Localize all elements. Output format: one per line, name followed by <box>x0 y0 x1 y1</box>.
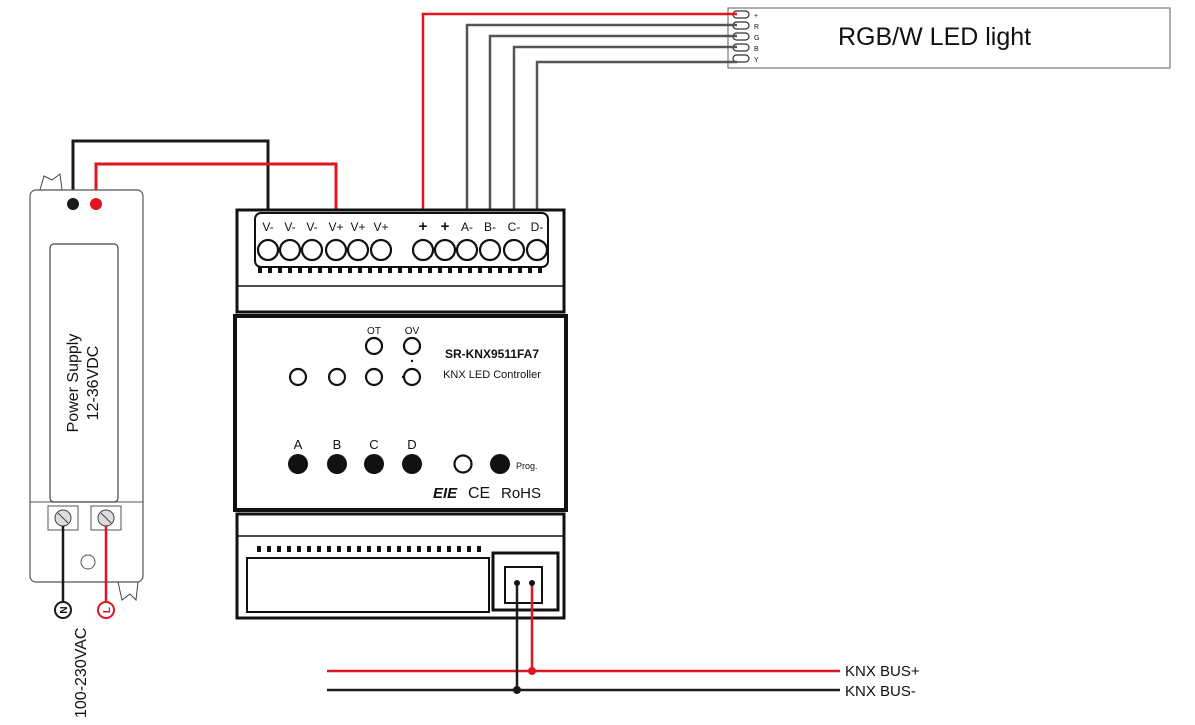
svg-text:L: L <box>102 607 113 613</box>
led-pin-g: G <box>754 35 759 42</box>
terminal-label-v-plus-1: V+ <box>328 220 343 234</box>
channel-buttons <box>288 454 422 474</box>
channel-label-a: A <box>294 437 303 452</box>
terminal-label-v-plus-3: V+ <box>373 220 388 234</box>
terminal-label-plus-2: + <box>441 218 450 235</box>
status-leds <box>288 336 422 387</box>
wire-led-plus <box>421 12 737 213</box>
power-supply-label: Power Supply <box>65 334 82 433</box>
wire-dc-negative <box>71 139 270 213</box>
terminal-label-v-minus-1: V- <box>262 220 273 234</box>
button-channel-d <box>402 454 422 474</box>
prog-button <box>490 454 510 474</box>
button-channel-a <box>288 454 308 474</box>
cert-rohs: RoHS <box>501 485 541 502</box>
power-supply-label-panel <box>49 243 119 503</box>
terminal-label-v-plus-2: V+ <box>350 220 365 234</box>
led-channel-d <box>402 367 422 387</box>
led-channel-c <box>364 367 384 387</box>
led-label-ov: OV <box>405 326 420 337</box>
controller-model: SR-KNX9511FA7 <box>445 347 539 361</box>
svg-text:N: N <box>59 606 70 613</box>
terminal-teeth-bottom <box>257 546 481 552</box>
wire-led-r <box>465 23 737 213</box>
dc-wires <box>71 139 338 213</box>
prog-label: Prog. <box>516 461 538 471</box>
terminal-label-a-minus: A- <box>461 220 473 234</box>
wire-dc-positive <box>94 162 338 213</box>
led-pin-plus: + <box>754 13 758 20</box>
prog-led <box>453 454 473 474</box>
channel-label-c: C <box>369 437 378 452</box>
terminal-teeth-top <box>258 267 542 273</box>
led-pin-r: R <box>754 24 759 31</box>
led-light-body <box>727 7 1171 69</box>
power-supply: Power Supply 12-36VDC <box>29 173 144 602</box>
terminal-label-v-minus-3: V- <box>306 220 317 234</box>
led-pin-b: B <box>754 46 759 53</box>
button-channel-b <box>327 454 347 474</box>
live-symbol: L <box>97 601 115 619</box>
ps-output-positive-terminal <box>90 198 102 210</box>
led-light: + R G B Y RGB/W LED light <box>727 7 1171 69</box>
ac-wires <box>61 526 108 602</box>
channel-label-b: B <box>333 437 342 452</box>
controller-subtitle: KNX LED Controller <box>443 369 541 381</box>
terminal-screws <box>256 238 549 262</box>
knx-bus-minus-label: KNX BUS- <box>845 683 916 700</box>
cert-eie: EIE <box>433 485 458 502</box>
ps-output-negative-terminal <box>67 198 79 210</box>
led-pin-y: Y <box>754 57 759 64</box>
knx-bus-pin-plus <box>529 580 535 586</box>
wire-led-g <box>488 34 737 213</box>
led-ot <box>364 336 384 356</box>
power-supply-voltage: 12-36VDC <box>85 346 102 421</box>
led-wires <box>421 12 737 213</box>
knx-bus-pin-minus <box>514 580 520 586</box>
led-label-ot: OT <box>367 326 381 337</box>
neutral-symbol: N <box>54 601 72 619</box>
power-supply-top-tab <box>39 173 63 191</box>
terminal-strip <box>254 212 549 268</box>
terminal-label-d-minus: D- <box>531 220 544 234</box>
led-channel-a <box>288 367 308 387</box>
power-supply-bottom-tab <box>117 581 139 602</box>
terminal-label-b-minus: B- <box>484 220 496 234</box>
wire-led-y <box>535 60 737 213</box>
led-channel-b <box>327 367 347 387</box>
button-channel-c <box>364 454 384 474</box>
knx-bus-plus-label: KNX BUS+ <box>845 663 920 680</box>
controller-front-panel <box>233 314 568 512</box>
bus-junction-plus <box>528 667 536 675</box>
ac-input-label: 100-230VAC <box>73 628 90 718</box>
led-ov <box>402 336 422 356</box>
terminal-label-plus-1: + <box>419 218 428 235</box>
wire-led-b <box>512 45 737 213</box>
terminal-label-c-minus: C- <box>508 220 521 234</box>
bus-junction-minus <box>513 686 521 694</box>
cert-ce: CE <box>468 485 490 502</box>
bottom-terminal-block <box>246 557 490 613</box>
led-light-label: RGB/W LED light <box>838 23 1031 51</box>
terminal-label-v-minus-2: V- <box>284 220 295 234</box>
channel-label-d: D <box>407 437 416 452</box>
knx-controller: V- V- V- V+ V+ V+ + + A- B- C- D- <box>233 208 568 620</box>
knx-bus-wires <box>327 586 840 692</box>
